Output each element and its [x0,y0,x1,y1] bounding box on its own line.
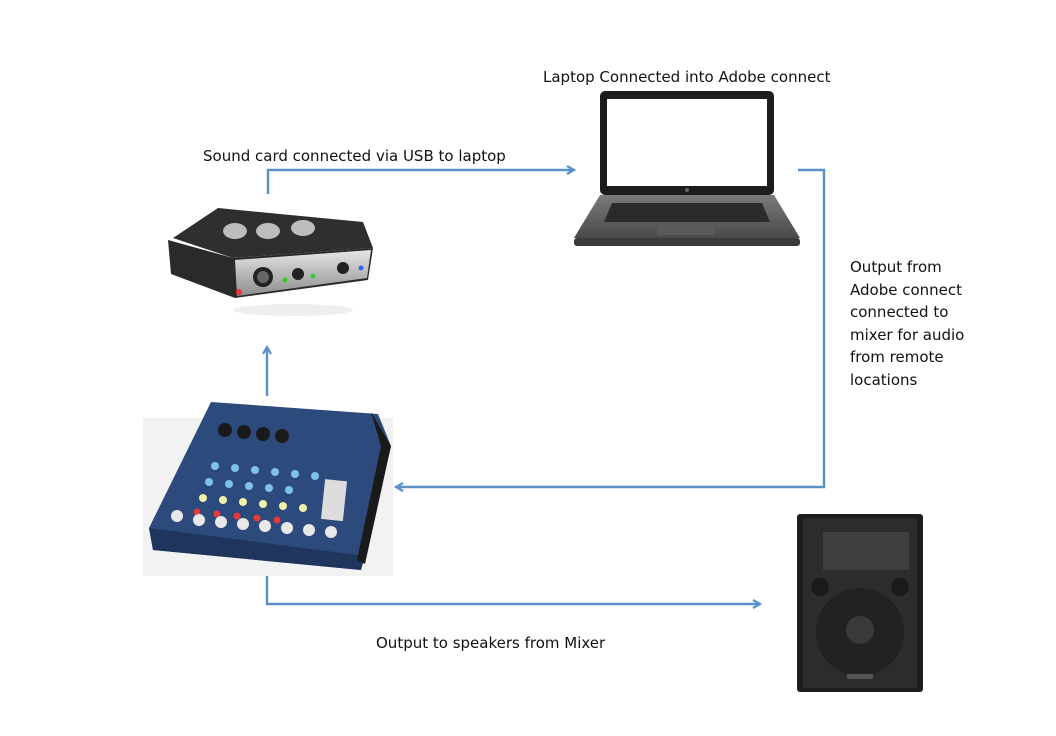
adobe-output-line: connected to [850,303,949,322]
speaker-output-connector-arrow [265,576,760,604]
adobe-output-line: Output from [850,258,942,276]
adobe-output-line: from remote [850,348,944,367]
speakers-output-label: Output to speakers from Mixer [376,634,606,652]
audio-mixer-image [149,402,391,570]
adobe-output-line: locations [850,370,918,389]
speaker-image [797,514,923,692]
usb-connector-arrow [266,170,574,194]
laptop-image [574,91,800,246]
sound-card-image [168,208,373,316]
adobe-output-label: Output from Adobe connect connected to m… [850,256,990,392]
adobe-output-line: Adobe connect [850,280,963,299]
adobe-output-connector-arrow [396,168,826,487]
laptop-label: Laptop Connected into Adobe connect [543,68,831,86]
adobe-output-line: mixer for audio [850,325,965,344]
usb-connection-label: Sound card connected via USB to laptop [203,147,506,165]
